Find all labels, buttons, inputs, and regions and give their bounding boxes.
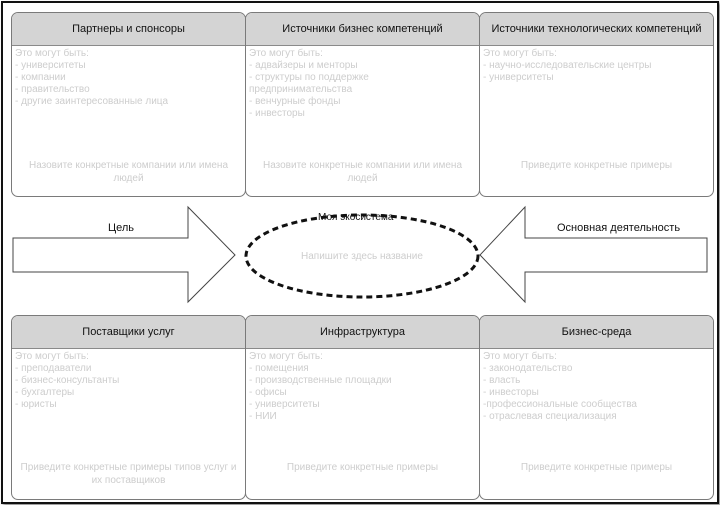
card-list: Это могут быть: - помещения - производст… <box>246 349 479 425</box>
list-item: - венчурные фонды <box>249 96 341 107</box>
card-intro: Это могут быть: <box>15 351 89 362</box>
card-list: Это могут быть: - законодательство - вла… <box>480 349 713 425</box>
card-list: Это могут быть: - адвайзеры и менторы - … <box>246 46 479 122</box>
list-item: - юристы <box>15 399 57 410</box>
list-item: - компании <box>15 72 66 83</box>
card-intro: Это могут быть: <box>15 48 89 59</box>
goal-label: Цель <box>108 222 135 234</box>
list-item: - бухгалтеры <box>15 387 75 398</box>
list-item: - университеты <box>483 72 554 83</box>
list-item: - помещения <box>249 363 309 374</box>
card-list: Это могут быть: - преподаватели - бизнес… <box>12 349 245 413</box>
card-title: Партнеры и спонсоры <box>12 13 245 46</box>
card-title: Источники бизнес компетенций <box>246 13 479 46</box>
card-service-providers: Поставщики услуг Это могут быть: - препо… <box>11 315 246 500</box>
card-intro: Это могут быть: <box>249 351 323 362</box>
card-business-environment: Бизнес-среда Это могут быть: - законодат… <box>479 315 714 500</box>
list-item: - инвесторы <box>249 108 305 119</box>
card-tech-competencies: Источники технологических компетенций Эт… <box>479 12 714 197</box>
card-title: Бизнес-среда <box>480 316 713 349</box>
list-item: - законодательство <box>483 363 573 374</box>
card-hint: Приведите конкретные примеры <box>520 462 673 473</box>
ecosystem-name-placeholder[interactable]: Напишите здесь название <box>301 251 423 262</box>
list-item: - НИИ <box>249 411 277 422</box>
card-hint: Назовите конкретные компании или имена л… <box>262 160 463 184</box>
goal-arrow <box>12 205 236 304</box>
list-item: - производственные площадки <box>249 375 392 386</box>
list-item: - университеты <box>249 399 320 410</box>
card-hint: Приведите конкретные примеры типов услуг… <box>20 462 237 486</box>
card-title: Источники технологических компетенций <box>480 13 713 46</box>
list-item: - бизнес-консультанты <box>15 375 120 386</box>
list-item: - преподаватели <box>15 363 92 374</box>
list-item: - правительство <box>15 84 90 95</box>
list-item: - адвайзеры и менторы <box>249 60 358 71</box>
card-intro: Это могут быть: <box>483 351 557 362</box>
list-item: - власть <box>483 375 521 386</box>
list-item: - инвесторы <box>483 387 539 398</box>
card-business-competencies: Источники бизнес компетенций Это могут б… <box>245 12 480 197</box>
list-item: -профессиональные сообщества <box>483 399 637 410</box>
ecosystem-ellipse <box>244 213 480 299</box>
main-activity-arrow <box>479 205 708 304</box>
card-title: Инфраструктура <box>246 316 479 349</box>
card-list: Это могут быть: - научно-исследовательск… <box>480 46 713 86</box>
list-item: - научно-исследовательские центры <box>483 60 652 71</box>
card-hint: Назовите конкретные компании или имена л… <box>28 160 229 184</box>
card-infrastructure: Инфраструктура Это могут быть: - помещен… <box>245 315 480 500</box>
list-item: предпринимательства <box>249 84 353 95</box>
card-title: Поставщики услуг <box>12 316 245 349</box>
list-item: - другие заинтересованные лица <box>15 96 169 107</box>
card-hint: Приведите конкретные примеры <box>520 160 673 171</box>
list-item: - отраслевая специализация <box>483 411 617 422</box>
list-item: - офисы <box>249 387 287 398</box>
card-partners: Партнеры и спонсоры Это могут быть: - ун… <box>11 12 246 197</box>
card-intro: Это могут быть: <box>249 48 323 59</box>
card-intro: Это могут быть: <box>483 48 557 59</box>
main-activity-label: Основная деятельность <box>557 222 681 234</box>
ecosystem-title: Моя экосистема <box>318 212 394 223</box>
list-item: - структуры по поддержке <box>249 72 369 83</box>
card-list: Это могут быть: - университеты - компани… <box>12 46 245 110</box>
card-hint: Приведите конкретные примеры <box>286 462 439 473</box>
list-item: - университеты <box>15 60 86 71</box>
